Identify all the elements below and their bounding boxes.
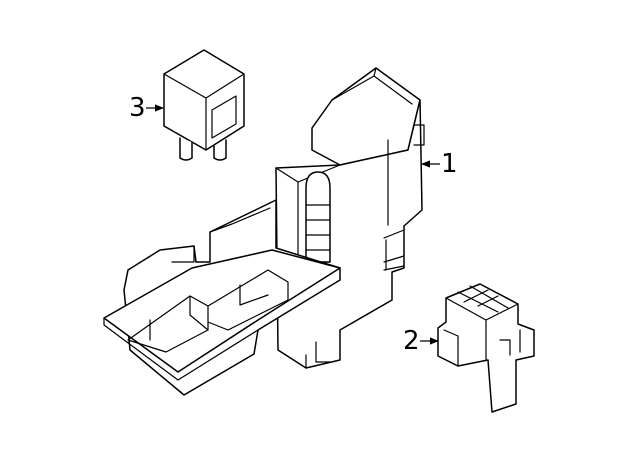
callout-number-3: 3 [129, 93, 146, 123]
part-2-connector [437, 283, 535, 413]
part-3-relay [163, 49, 245, 161]
part-1-housing [103, 67, 425, 396]
callout-number-1: 1 [441, 149, 458, 179]
callout-number-2: 2 [403, 326, 420, 356]
